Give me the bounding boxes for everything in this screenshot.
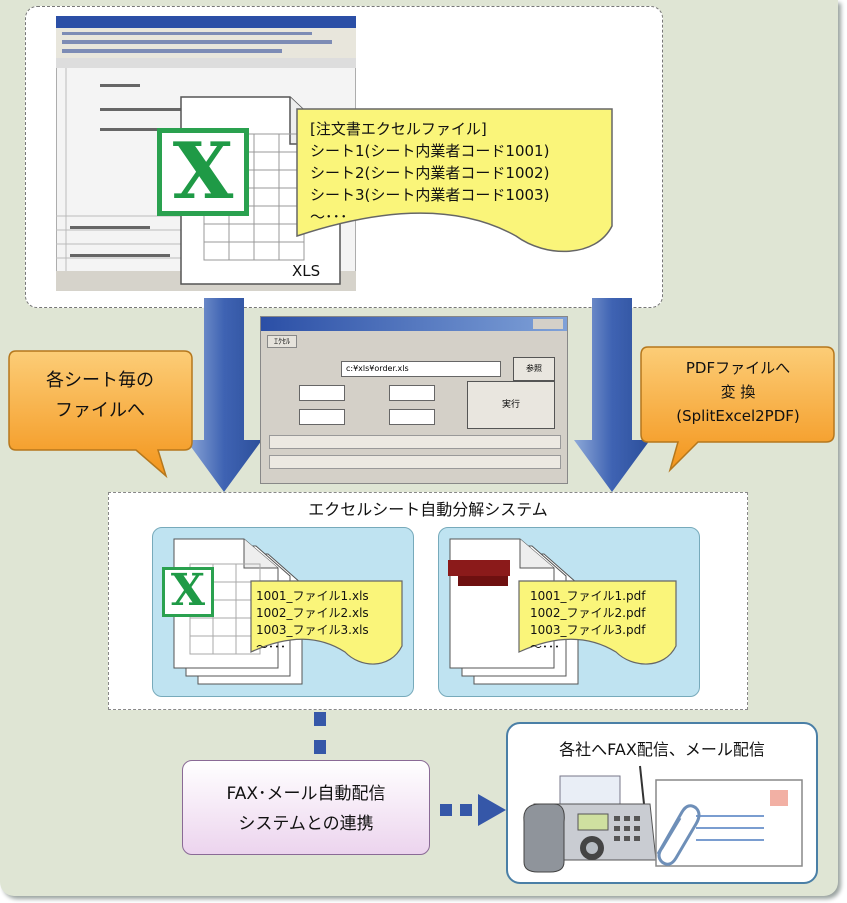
split-callout-shape (8, 350, 193, 479)
path-input[interactable]: c:¥xls¥order.xls (341, 361, 501, 377)
app-title-bar (261, 317, 567, 331)
order-file-callout-text: [注文書エクセルファイル] シート1(シート内業者コード1001) シート2(シ… (310, 118, 549, 228)
integration-box: FAX･メール自動配信 システムとの連携 (182, 760, 430, 855)
pdf-file-item: 1003_ファイル3.pdf (530, 623, 646, 637)
pdf-callout-line: 変 換 (720, 383, 756, 401)
system-title: エクセルシート自動分解システム (308, 500, 548, 519)
progress-bar (269, 435, 561, 449)
split-callout-line: ファイルへ (55, 400, 145, 421)
xls-file-item: ～･･･ (256, 640, 287, 654)
xls-file-item: 1003_ファイル3.xls (256, 623, 369, 637)
run-button[interactable]: 実行 (467, 381, 555, 429)
status-bar (269, 455, 561, 469)
pdf-file-item: ～･･･ (530, 640, 561, 654)
browse-button[interactable]: 参照 (513, 357, 555, 381)
field-option-1[interactable] (299, 409, 345, 425)
excel-icon-small: X (162, 567, 214, 617)
split-callout-text: 各シート毎の ファイルへ (10, 366, 190, 426)
app-window: ｴｸｾﾙ c:¥xls¥order.xls 参照 実行 (260, 316, 568, 484)
window-controls[interactable] (533, 319, 563, 329)
left-down-arrow (186, 298, 262, 492)
fax-machine-icon (523, 765, 657, 873)
split-callout-line: 各シート毎の (46, 370, 154, 391)
callout-line: ～･･･ (310, 208, 348, 226)
field-option-2[interactable] (389, 409, 435, 425)
callout-line: [注文書エクセルファイル] (310, 120, 487, 138)
field-end[interactable] (389, 385, 435, 401)
excel-icon: X (157, 128, 249, 216)
pdf-file-item: 1001_ファイル1.pdf (530, 589, 646, 603)
pdf-list-callout-shape (518, 580, 677, 665)
pdf-callout-line: (SplitExcel2PDF) (676, 407, 800, 425)
callout-line: シート2(シート内業者コード1002) (310, 164, 550, 182)
pdf-file-item: 1002_ファイル2.pdf (530, 606, 646, 620)
integration-line: システムとの連携 (238, 814, 374, 834)
pdf-file-list: 1001_ファイル1.pdf 1002_ファイル2.pdf 1003_ファイル3… (530, 588, 645, 656)
callout-line: シート1(シート内業者コード1001) (310, 142, 550, 160)
field-start[interactable] (299, 385, 345, 401)
pdf-callout-line: PDFファイルへ (685, 359, 791, 377)
order-file-callout-shape (296, 108, 613, 253)
xls-label: XLS (292, 262, 321, 280)
email-envelope-icon (655, 779, 803, 867)
callout-line: シート3(シート内業者コード1003) (310, 186, 550, 204)
pdf-callout-text: PDFファイルへ 変 換 (SplitExcel2PDF) (642, 356, 834, 428)
pdf-callout-shape (640, 346, 835, 473)
xls-file-item: 1002_ファイル2.xls (256, 606, 369, 620)
dashed-connector (314, 712, 506, 826)
xls-file-list: 1001_ファイル1.xls 1002_ファイル2.xls 1003_ファイル3… (256, 588, 369, 656)
xls-file-item: 1001_ファイル1.xls (256, 589, 369, 603)
app-tab[interactable]: ｴｸｾﾙ (267, 335, 297, 348)
delivery-title: 各社へFAX配信、メール配信 (559, 740, 765, 759)
integration-line: FAX･メール自動配信 (226, 784, 386, 804)
xls-list-callout-shape (250, 580, 403, 665)
right-down-arrow (574, 298, 650, 492)
